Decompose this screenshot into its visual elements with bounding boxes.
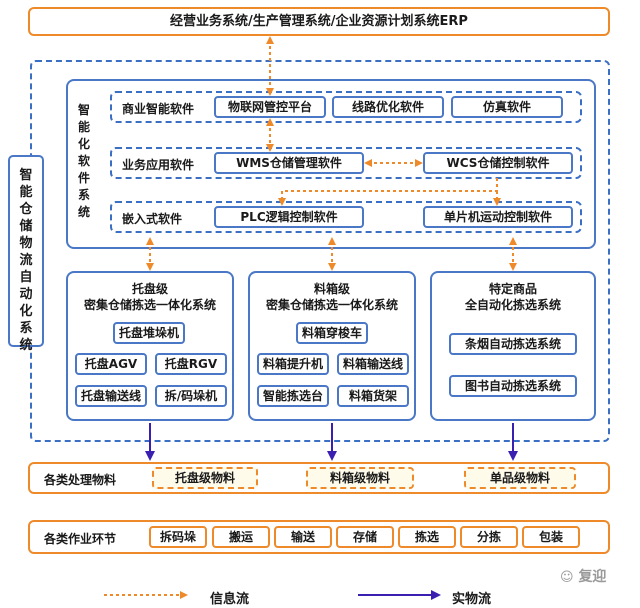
op-sorting-chip: 分拣 xyxy=(460,526,518,548)
info-flow-wcs-plc xyxy=(278,178,498,206)
operations-label: 各类作业环节 xyxy=(44,532,117,546)
op-conveying-chip: 输送 xyxy=(274,526,332,548)
pallet-conveyor-chip: 托盘输送线 xyxy=(75,385,147,407)
legend-material-flow-label: 实物流 xyxy=(452,592,492,607)
bin-shelf-chip: 料箱货架 xyxy=(337,385,409,407)
software-system-title: 智能化软件系统 xyxy=(77,103,90,219)
software-row-app xyxy=(110,147,582,179)
wcs-chip: WCS仓储控制软件 xyxy=(423,152,573,174)
specific-goods-title1: 特定商品 xyxy=(488,282,537,296)
pallet-system-title1: 托盘级 xyxy=(131,282,168,296)
software-row-embedded xyxy=(110,201,582,233)
software-row-embedded-label: 嵌入式软件 xyxy=(122,212,183,226)
simulation-chip: 仿真软件 xyxy=(451,96,563,118)
chat-bubble-icon: ☺ xyxy=(560,570,574,585)
software-row-app-label: 业务应用软件 xyxy=(122,158,195,172)
side-title: 智能仓储物流自动化系统 xyxy=(19,168,33,353)
route-optimization-chip: 线路优化软件 xyxy=(332,96,444,118)
bin-shuttle-chip: 料箱穿梭车 xyxy=(296,322,368,344)
watermark: ☺ 复迎 xyxy=(560,566,606,586)
bin-system-title2: 密集仓储拣选一体化系统 xyxy=(265,298,398,312)
op-depalletize-chip: 拆码垛 xyxy=(149,526,207,548)
pallet-material-chip: 托盘级物料 xyxy=(152,467,258,489)
plc-chip: PLC逻辑控制软件 xyxy=(214,206,364,228)
iot-platform-chip: 物联网管控平台 xyxy=(214,96,326,118)
bin-lift-chip: 料箱提升机 xyxy=(257,353,329,375)
pallet-agv-chip: 托盘AGV xyxy=(75,353,147,375)
bin-material-chip: 料箱级物料 xyxy=(306,467,414,489)
op-packing-chip: 包装 xyxy=(522,526,580,548)
top-system-label: 经营业务系统/生产管理系统/企业资源计划系统ERP xyxy=(170,14,468,29)
top-system-box: 经营业务系统/生产管理系统/企业资源计划系统ERP xyxy=(28,7,610,36)
op-storage-chip: 存储 xyxy=(336,526,394,548)
op-picking-chip: 拣选 xyxy=(398,526,456,548)
picking-station-chip: 智能拣选台 xyxy=(257,385,329,407)
software-row-bi xyxy=(110,91,582,123)
palletizer-chip: 拆/码垛机 xyxy=(155,385,227,407)
pallet-stacker-chip: 托盘堆垛机 xyxy=(113,322,185,344)
wms-chip: WMS仓储管理软件 xyxy=(214,152,364,174)
side-title-box: 智能仓储物流自动化系统 xyxy=(8,155,44,353)
pallet-rgv-chip: 托盘RGV xyxy=(155,353,227,375)
unit-material-chip: 单品级物料 xyxy=(464,467,576,489)
legend-info-flow-label: 信息流 xyxy=(210,592,250,607)
bin-conveyor-chip: 料箱输送线 xyxy=(337,353,409,375)
cigarette-picking-chip: 条烟自动拣选系统 xyxy=(449,333,577,355)
op-handling-chip: 搬运 xyxy=(212,526,270,548)
mcu-chip: 单片机运动控制软件 xyxy=(423,206,573,228)
watermark-text: 复迎 xyxy=(578,569,607,585)
materials-label: 各类处理物料 xyxy=(44,473,117,487)
software-row-bi-label: 商业智能软件 xyxy=(122,102,195,116)
specific-goods-title2: 全自动化拣选系统 xyxy=(464,298,561,312)
pallet-system-title2: 密集仓储拣选一体化系统 xyxy=(83,298,216,312)
bin-system-title1: 料箱级 xyxy=(313,282,350,296)
book-picking-chip: 图书自动拣选系统 xyxy=(449,375,577,397)
